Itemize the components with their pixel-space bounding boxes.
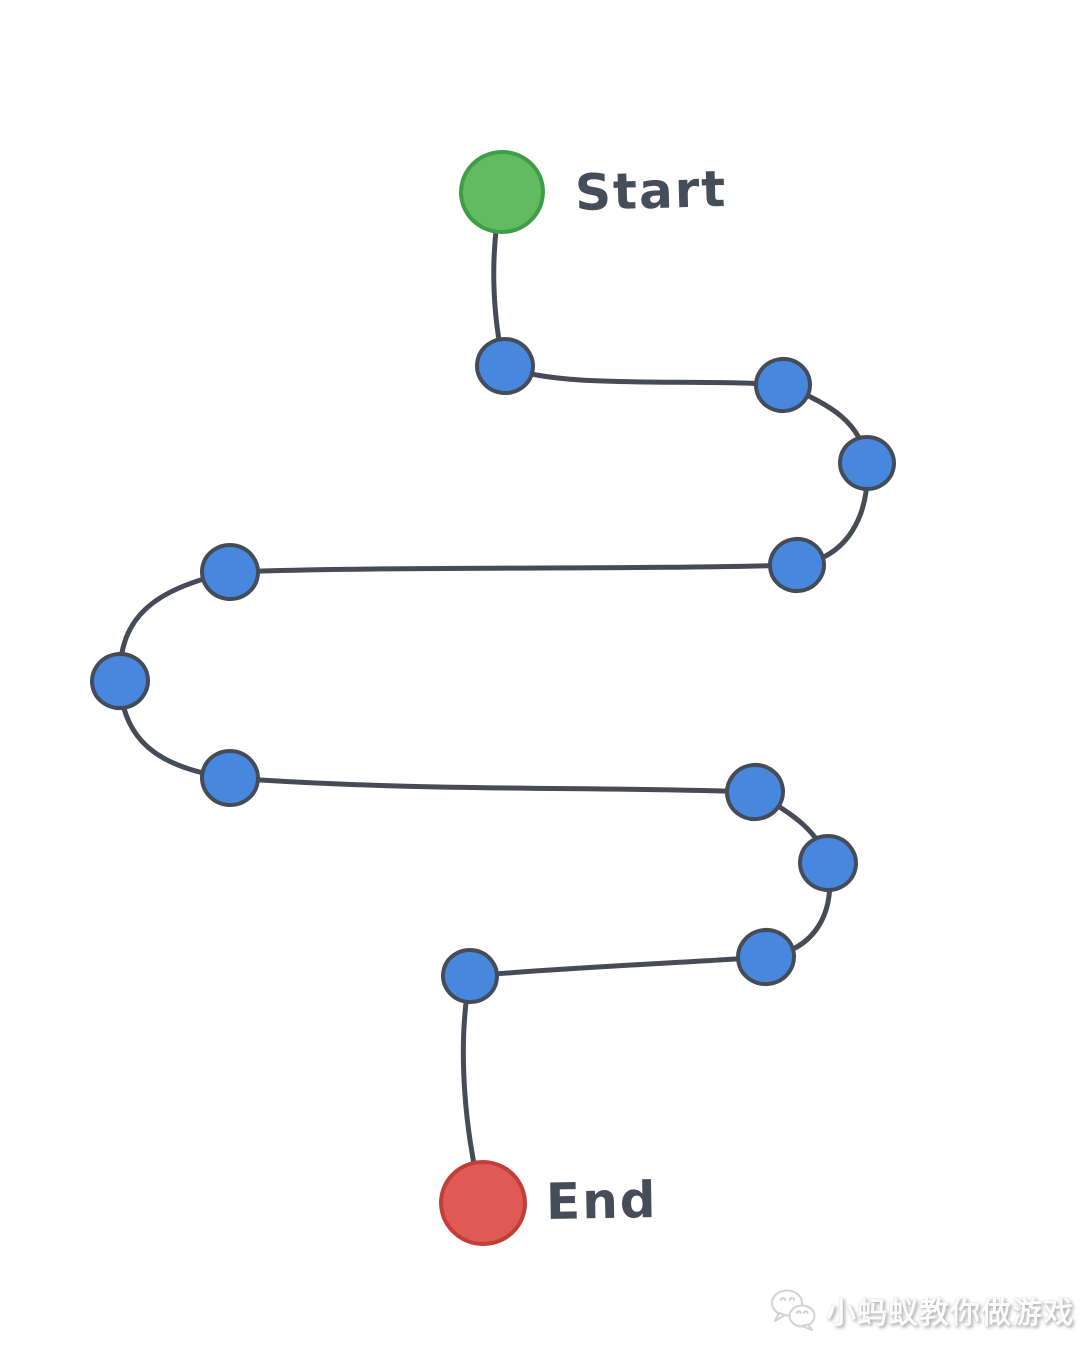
waypoint-node-8 xyxy=(725,762,785,822)
waypoint-node-7 xyxy=(200,748,260,808)
waypoint-node-3 xyxy=(838,434,896,492)
watermark-text: 小蚂蚁教你做游戏 xyxy=(826,1296,1074,1331)
waypoint-node-9 xyxy=(798,833,858,893)
waypoint-node-1 xyxy=(475,336,535,396)
watermark: 小蚂蚁教你做游戏 xyxy=(770,1288,1074,1332)
waypoint-node-2 xyxy=(754,356,812,414)
waypoint-node-11 xyxy=(441,947,499,1005)
waypoint-node-6 xyxy=(90,651,150,711)
end-label: End xyxy=(545,1171,659,1231)
start-label: Start xyxy=(574,160,728,222)
waypoint-node-5 xyxy=(200,542,260,602)
waypoint-node-10 xyxy=(736,927,796,987)
end-node xyxy=(439,1159,527,1247)
wechat-bubbles-icon xyxy=(771,1289,816,1331)
start-node xyxy=(459,149,545,235)
waypoint-node-4 xyxy=(768,536,826,594)
